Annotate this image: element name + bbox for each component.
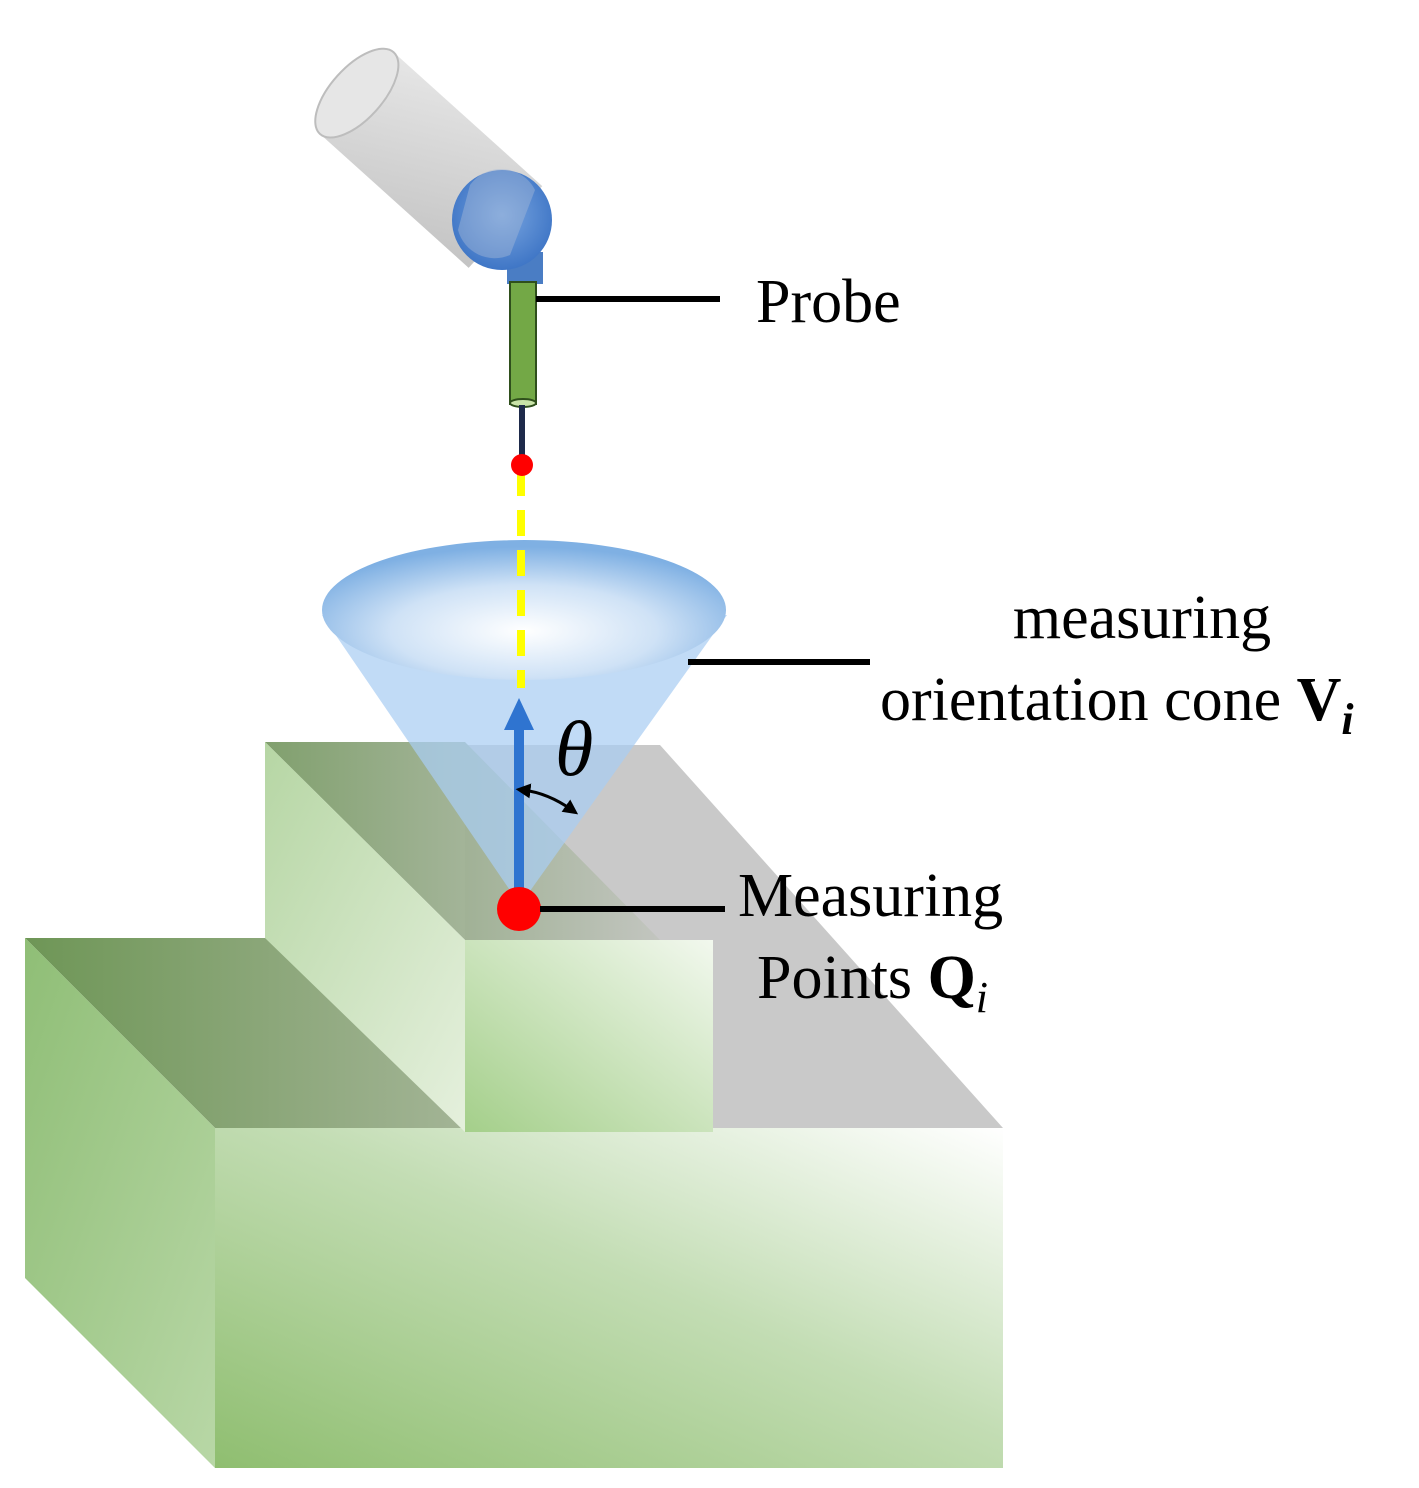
angle-arc (515, 783, 579, 815)
upper-side-face (265, 742, 465, 1132)
lower-front-face (215, 1128, 1003, 1468)
probe-label: Probe (756, 268, 901, 336)
cone-subscript: i (1341, 695, 1354, 744)
points-label-line2: Points Qi (757, 944, 988, 1022)
upper-front-face (465, 940, 713, 1132)
cone-symbol: V (1297, 666, 1342, 734)
points-symbol: Q (928, 944, 976, 1012)
lower-side-face (25, 938, 215, 1468)
theta-symbol: θ (555, 705, 593, 792)
cone-label-text: orientation cone (880, 666, 1297, 734)
cone-label-line1: measuring (1013, 584, 1271, 652)
measuring-point-marker (497, 887, 541, 931)
cone-label-line2: orientation cone Vi (880, 666, 1354, 744)
points-label-line1: Measuring (738, 862, 1003, 930)
workpiece-block (25, 742, 1003, 1468)
lower-top-face (25, 938, 465, 1128)
points-subscript: i (976, 973, 988, 1022)
points-label-text: Points (757, 944, 928, 1012)
upper-top-face (265, 742, 660, 940)
probe-icon (314, 47, 552, 476)
